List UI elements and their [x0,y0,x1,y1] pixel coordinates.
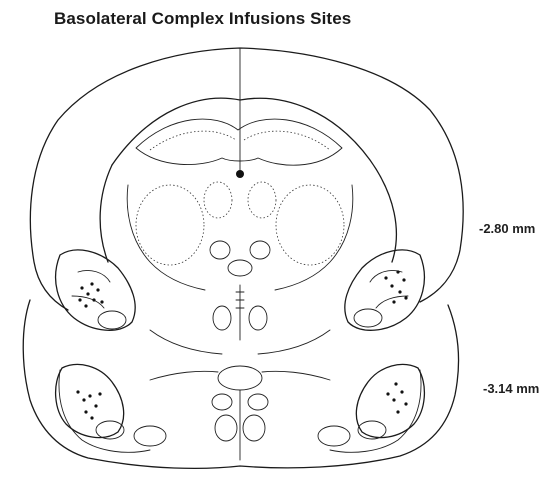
amygdala-region-left-anterior [56,250,136,330]
midline-structure-anterior [236,285,244,340]
internal-capsule-left [127,185,205,290]
lateral-nucleus-right-posterior [318,426,350,446]
nucleus-small-left [210,241,230,259]
amygdala-region-right-posterior [356,364,424,437]
ventral-nucleus-left-posterior [212,394,232,410]
amygdala-subdivision-left [72,270,110,308]
ventral-nucleus-right-posterior [248,394,268,410]
cerebral-peduncle-left [150,330,222,354]
basolateral-nucleus-left-anterior [98,311,126,329]
infusion-sites-right-posterior [386,382,407,413]
infusion-sites-right-anterior [384,270,407,303]
section-anterior-inner-boundary-left [100,165,112,262]
thalamic-nucleus-mid-left [204,182,232,218]
thalamic-nucleus-mid-right [248,182,276,218]
thalamic-nucleus-right [276,185,344,265]
hippocampus-anterior [136,119,342,165]
optic-tract-right [262,371,330,380]
ventral-nucleus-right [249,306,267,330]
thalamic-nucleus-left [136,185,204,265]
ventral-nucleus-left [213,306,231,330]
mammillary-right [243,415,265,441]
amygdala-region-left-posterior [56,364,124,437]
nucleus-small-right [250,241,270,259]
lateral-nucleus-left-posterior [134,426,166,446]
optic-tract-left [150,371,218,380]
ventricle-marker-anterior [236,170,244,178]
mammillary-left [215,415,237,441]
internal-capsule-right [275,185,353,290]
infusion-sites-left-posterior [76,390,101,419]
amygdala-subdivision-right [370,270,408,308]
level-label-anterior: -2.80 mm [479,221,535,236]
midbrain-center-posterior [218,366,262,390]
basolateral-nucleus-right-anterior [354,309,382,327]
section-anterior [30,48,463,354]
section-anterior-inner-boundary [112,98,396,262]
nucleus-small-center [228,260,252,276]
level-label-posterior: -3.14 mm [483,381,539,396]
amygdala-region-right-anterior [345,250,425,330]
cerebral-peduncle-right [258,330,330,354]
